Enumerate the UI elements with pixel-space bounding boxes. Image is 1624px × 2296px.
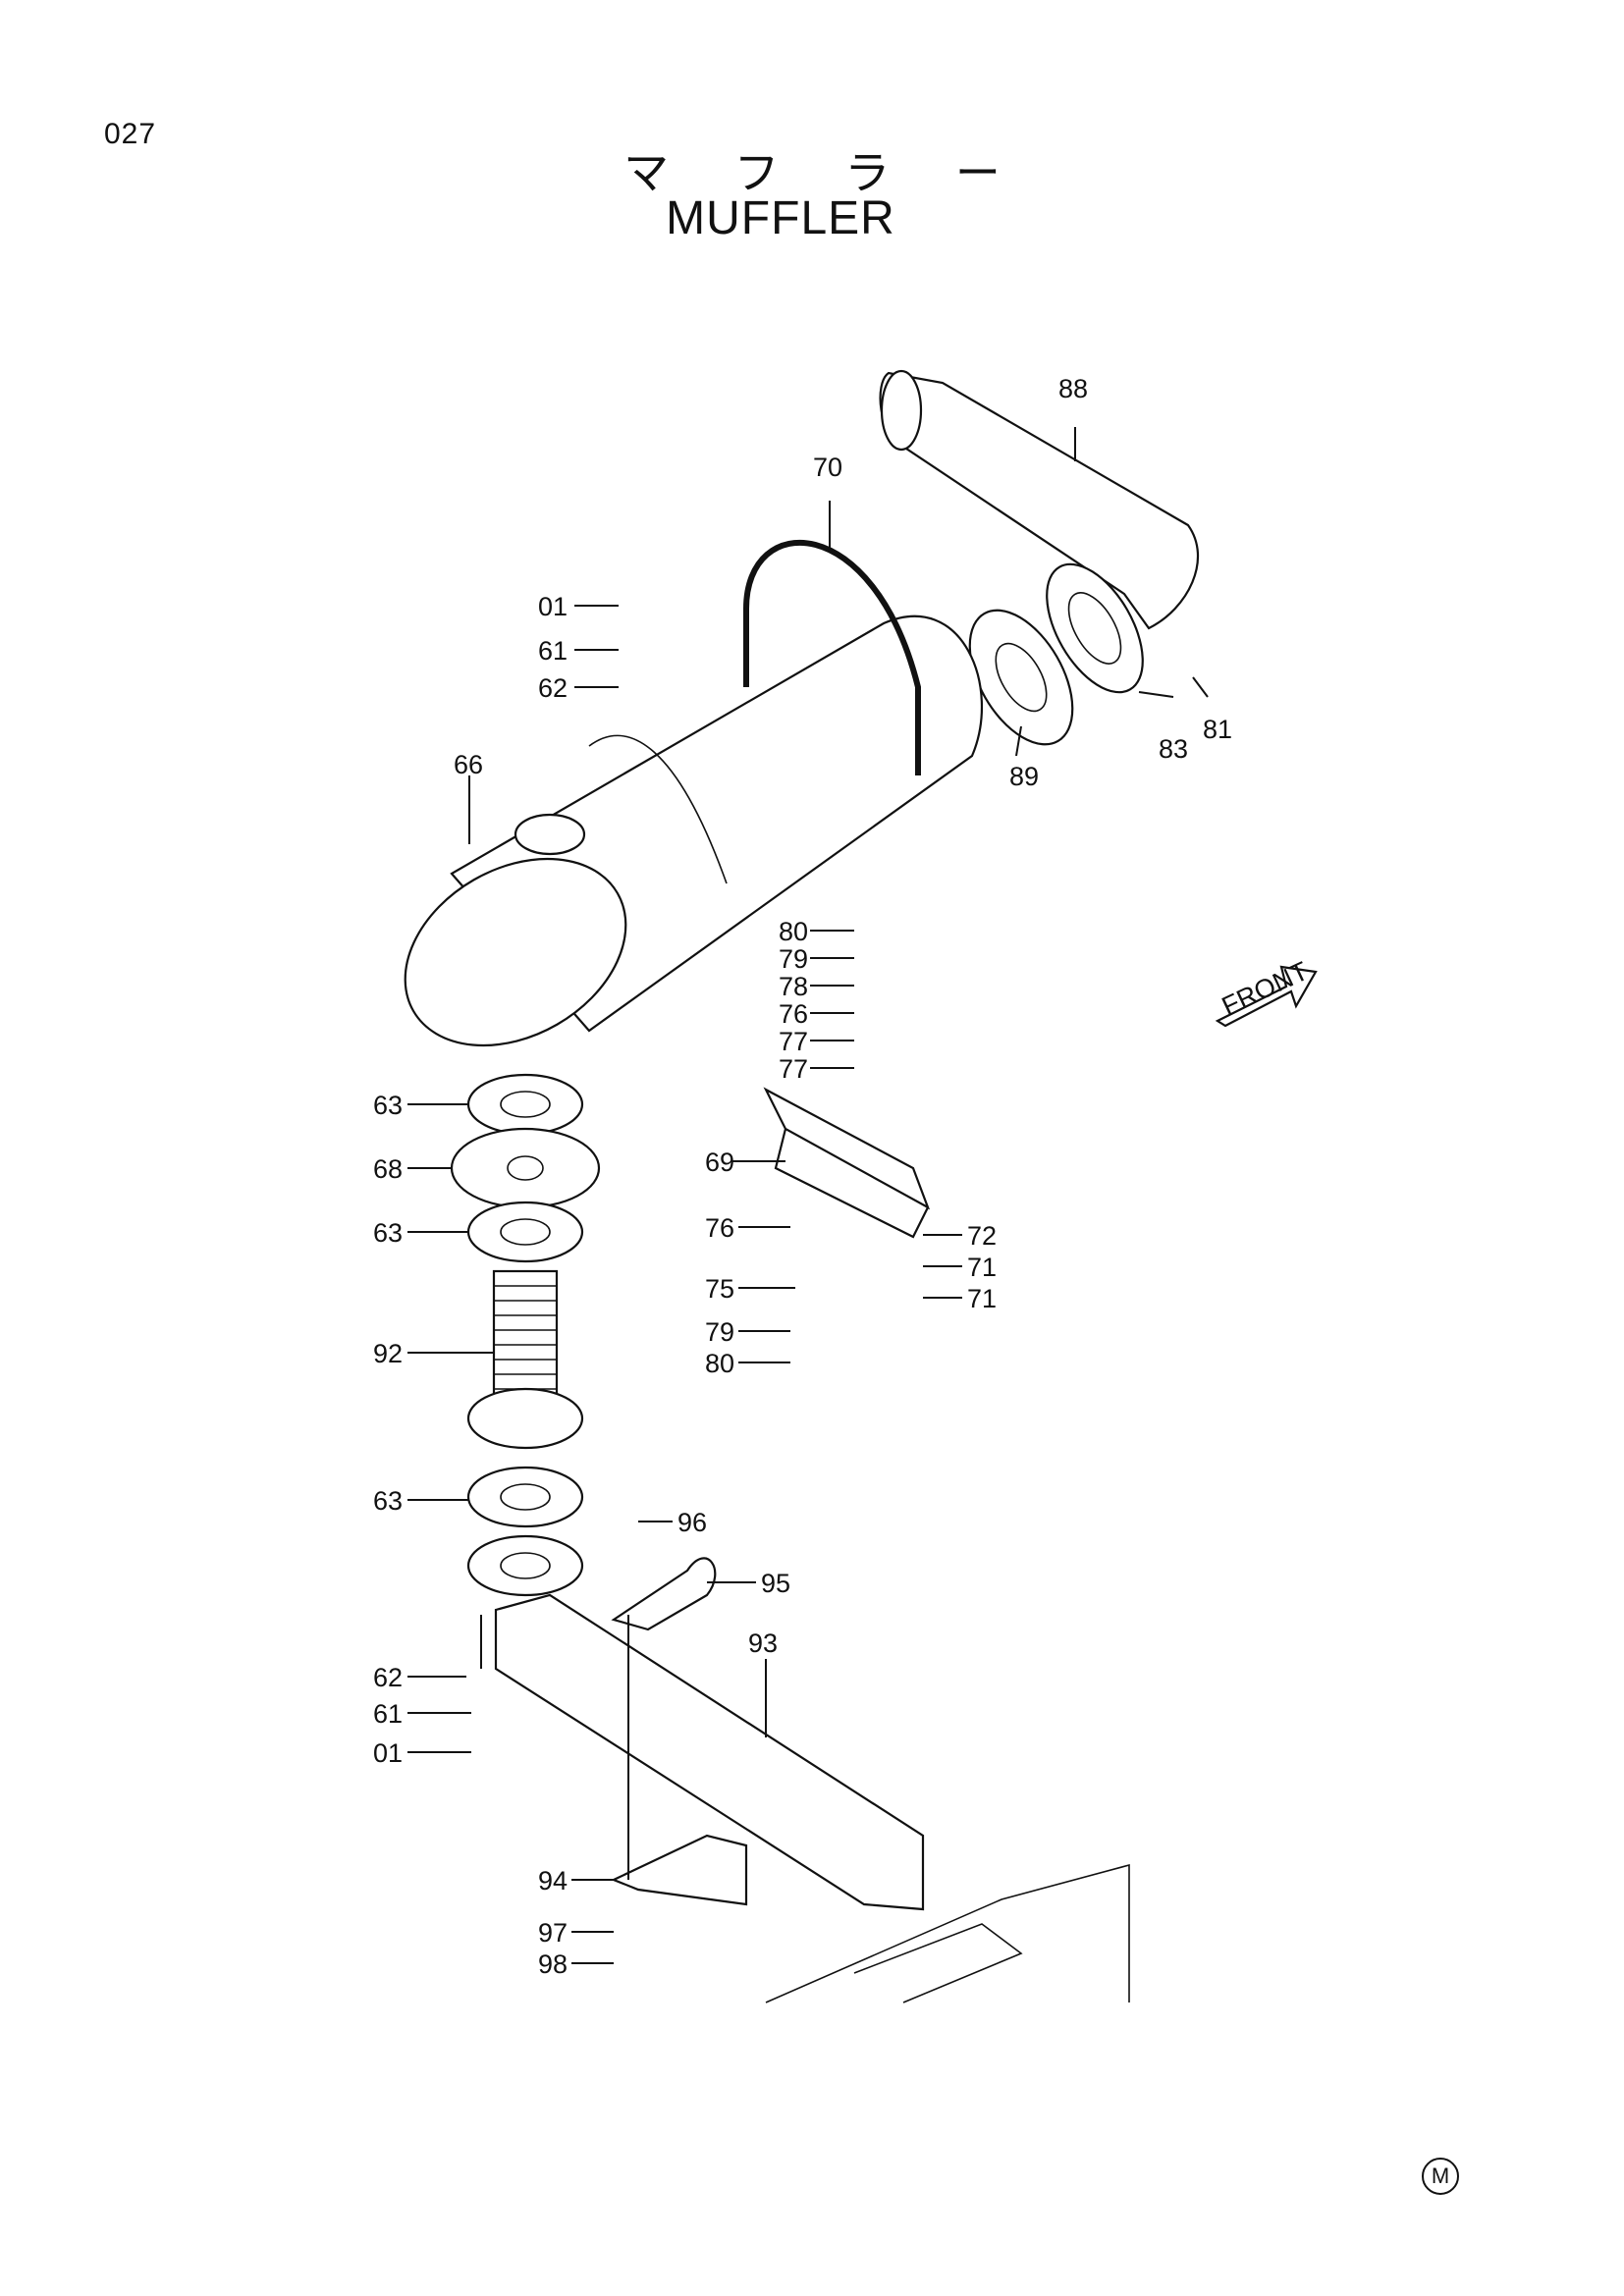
front-arrow: FRONT [1215,956,1318,1028]
callout-93: 93 [748,1629,778,1658]
callout-61: 61 [373,1699,403,1729]
callout-72: 72 [967,1221,997,1251]
callout-89: 89 [1009,762,1039,791]
callout-61: 61 [538,636,568,666]
manufacturer-mark: M [1422,2158,1459,2195]
callout-71: 71 [967,1253,997,1282]
callout-80: 80 [779,917,808,946]
callout-68: 68 [373,1154,403,1184]
callout-01: 01 [538,592,568,621]
callout-70: 70 [813,453,842,482]
muffler-body [404,614,984,1047]
callout-76: 76 [705,1213,734,1243]
callout-77: 77 [779,1027,808,1056]
callout-62: 62 [373,1663,403,1692]
callout-labels: 88 70 01 61 62 66 83 81 89 80 79 78 76 7… [373,374,1232,1979]
muffler-support [763,1087,931,1239]
callout-94: 94 [538,1866,568,1896]
callout-62: 62 [538,673,568,703]
callout-92: 92 [373,1339,403,1368]
callout-71: 71 [967,1284,997,1313]
gasket [968,609,1074,746]
callout-63: 63 [373,1486,403,1516]
title-japanese: マ フ ラ ー [623,146,1026,199]
callout-75: 75 [705,1274,734,1304]
callout-96: 96 [677,1508,707,1537]
callout-78: 78 [779,972,808,1001]
page-title: MUFFLER [666,192,895,244]
exhaust-flange-stack [450,1073,601,1597]
pipe-clamp [611,1557,717,1631]
callout-88: 88 [1058,374,1088,403]
tail-pipe [879,369,1200,694]
callout-79: 79 [779,944,808,974]
front-label: FRONT [1218,956,1313,1021]
callout-83: 83 [1159,734,1188,764]
callout-98: 98 [538,1949,568,1979]
callout-80: 80 [705,1349,734,1378]
callout-79: 79 [705,1317,734,1347]
callout-63: 63 [373,1091,403,1120]
callout-66: 66 [454,750,483,779]
frame-outline [765,1863,1130,2003]
callout-01: 01 [373,1738,403,1768]
callout-76: 76 [779,999,808,1029]
callout-81: 81 [1203,715,1232,744]
page-number: 027 [104,118,157,150]
leader-lines [407,427,1209,1964]
callout-77: 77 [779,1054,808,1084]
exhaust-pipe [494,1593,925,1911]
callout-95: 95 [761,1569,790,1598]
callout-69: 69 [705,1148,734,1177]
callout-63: 63 [373,1218,403,1248]
u-bolt [743,539,921,775]
pipe-bracket [611,1834,748,1906]
callout-97: 97 [538,1918,568,1948]
